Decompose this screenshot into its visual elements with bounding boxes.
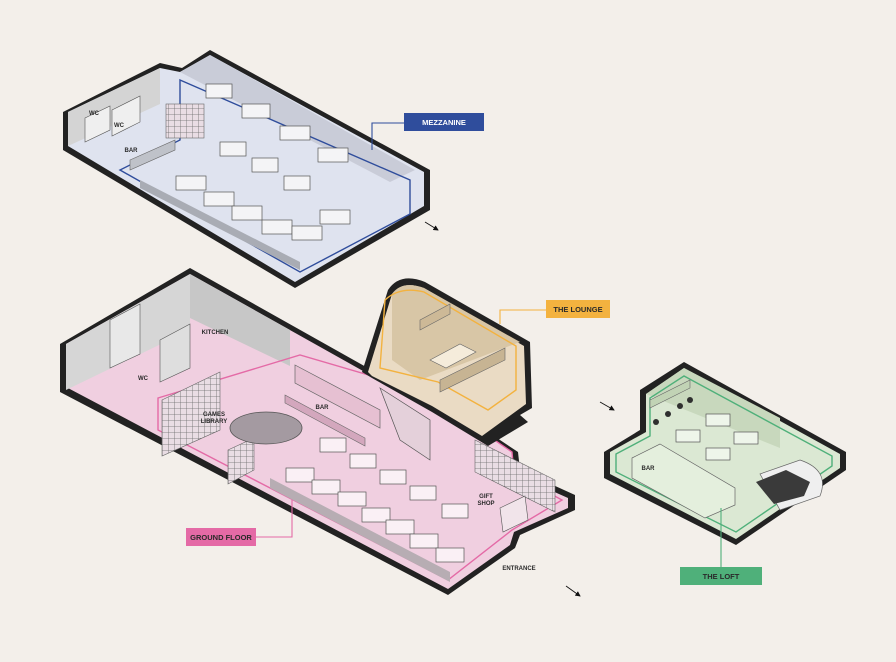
loft-label: THE LOFT bbox=[703, 572, 740, 581]
callout-leaders bbox=[255, 122, 722, 567]
zone-label-mezzanine: MEZZANINE bbox=[404, 113, 484, 131]
loft: BAR bbox=[604, 362, 846, 545]
mezzanine-leader bbox=[371, 122, 404, 150]
loft-zone-outline bbox=[615, 375, 833, 533]
arrow-icon bbox=[599, 401, 615, 411]
mezzanine-bar-label: BAR bbox=[125, 148, 139, 154]
ground-bar-front bbox=[284, 394, 366, 447]
mezzanine-banquette bbox=[140, 180, 300, 270]
kitchen-wall bbox=[190, 274, 290, 366]
lounge bbox=[362, 278, 532, 446]
kitchen-partition bbox=[159, 323, 191, 383]
mezzanine-wc-label-2: WC bbox=[114, 123, 125, 129]
games-library-shelves bbox=[161, 371, 221, 457]
lounge-label-box bbox=[546, 300, 610, 318]
mezzanine-tables bbox=[175, 83, 351, 241]
mezzanine-side-wall bbox=[180, 55, 415, 182]
lounge-back-wall bbox=[392, 285, 520, 380]
ground-wc-partition bbox=[109, 303, 141, 369]
games-table bbox=[229, 411, 303, 445]
mezzanine-bar-counter bbox=[129, 139, 176, 171]
mezzanine-label: MEZZANINE bbox=[422, 118, 466, 127]
lounge-seating bbox=[439, 347, 506, 393]
loft-shelf bbox=[649, 379, 691, 409]
lounge-shelf bbox=[419, 303, 451, 331]
ground-floor-label-box bbox=[186, 528, 256, 546]
arrow-icon bbox=[424, 221, 439, 231]
ground-bar-label: BAR bbox=[316, 405, 330, 411]
arrow-icon bbox=[565, 585, 581, 597]
ground-floor: KITCHEN WC GAMES LIBRARY BAR GIFT SHOP E… bbox=[60, 268, 575, 595]
mezzanine-floor: WC WC BAR bbox=[63, 50, 430, 288]
mezzanine-zone-outline bbox=[118, 78, 411, 273]
lounge-leader bbox=[499, 309, 546, 324]
gift-shop-counter bbox=[499, 495, 529, 533]
loft-tables bbox=[675, 413, 759, 461]
lounge-label: THE LOUNGE bbox=[553, 305, 602, 314]
kitchen-label: KITCHEN bbox=[202, 330, 229, 336]
zone-label-loft: THE LOFT bbox=[680, 567, 762, 585]
ground-wc-label: WC bbox=[138, 376, 149, 382]
games-library-label-1: GAMES bbox=[203, 412, 225, 418]
lounge-zone-outline bbox=[379, 289, 517, 411]
ground-tables bbox=[285, 437, 469, 563]
loft-bar-label: BAR bbox=[642, 466, 656, 472]
loft-lounge-table bbox=[756, 470, 810, 504]
ground-banquette bbox=[270, 478, 450, 582]
entrance-label: ENTRANCE bbox=[502, 566, 535, 572]
mezzanine-wc-label-1: WC bbox=[89, 111, 100, 117]
zone-label-ground-floor: GROUND FLOOR bbox=[186, 528, 256, 546]
games-library-shelves-lower bbox=[227, 437, 255, 485]
gift-shop-shelves bbox=[474, 439, 556, 513]
mezzanine-wc-room-2 bbox=[111, 95, 141, 137]
staircase bbox=[379, 387, 431, 461]
lounge-table bbox=[429, 343, 477, 369]
gift-shop-label-1: GIFT bbox=[479, 494, 493, 500]
ground-floor-label: GROUND FLOOR bbox=[190, 533, 252, 542]
gift-shop-label-2: SHOP bbox=[477, 501, 494, 507]
mezzanine-wc-room-1 bbox=[84, 105, 111, 143]
loft-bar-stools bbox=[653, 397, 693, 425]
zone-label-lounge: THE LOUNGE bbox=[546, 300, 610, 318]
mezzanine-floor-slab bbox=[68, 55, 424, 282]
ground-floor-leader bbox=[255, 500, 293, 538]
mezzanine-shelving bbox=[165, 103, 205, 139]
loft-label-box bbox=[680, 567, 762, 585]
loft-bar-counter bbox=[631, 443, 736, 519]
games-library-label-2: LIBRARY bbox=[201, 419, 227, 425]
ground-bar-counter bbox=[294, 364, 381, 429]
mezzanine-label-box bbox=[404, 113, 484, 131]
entry-arrows bbox=[424, 221, 615, 597]
